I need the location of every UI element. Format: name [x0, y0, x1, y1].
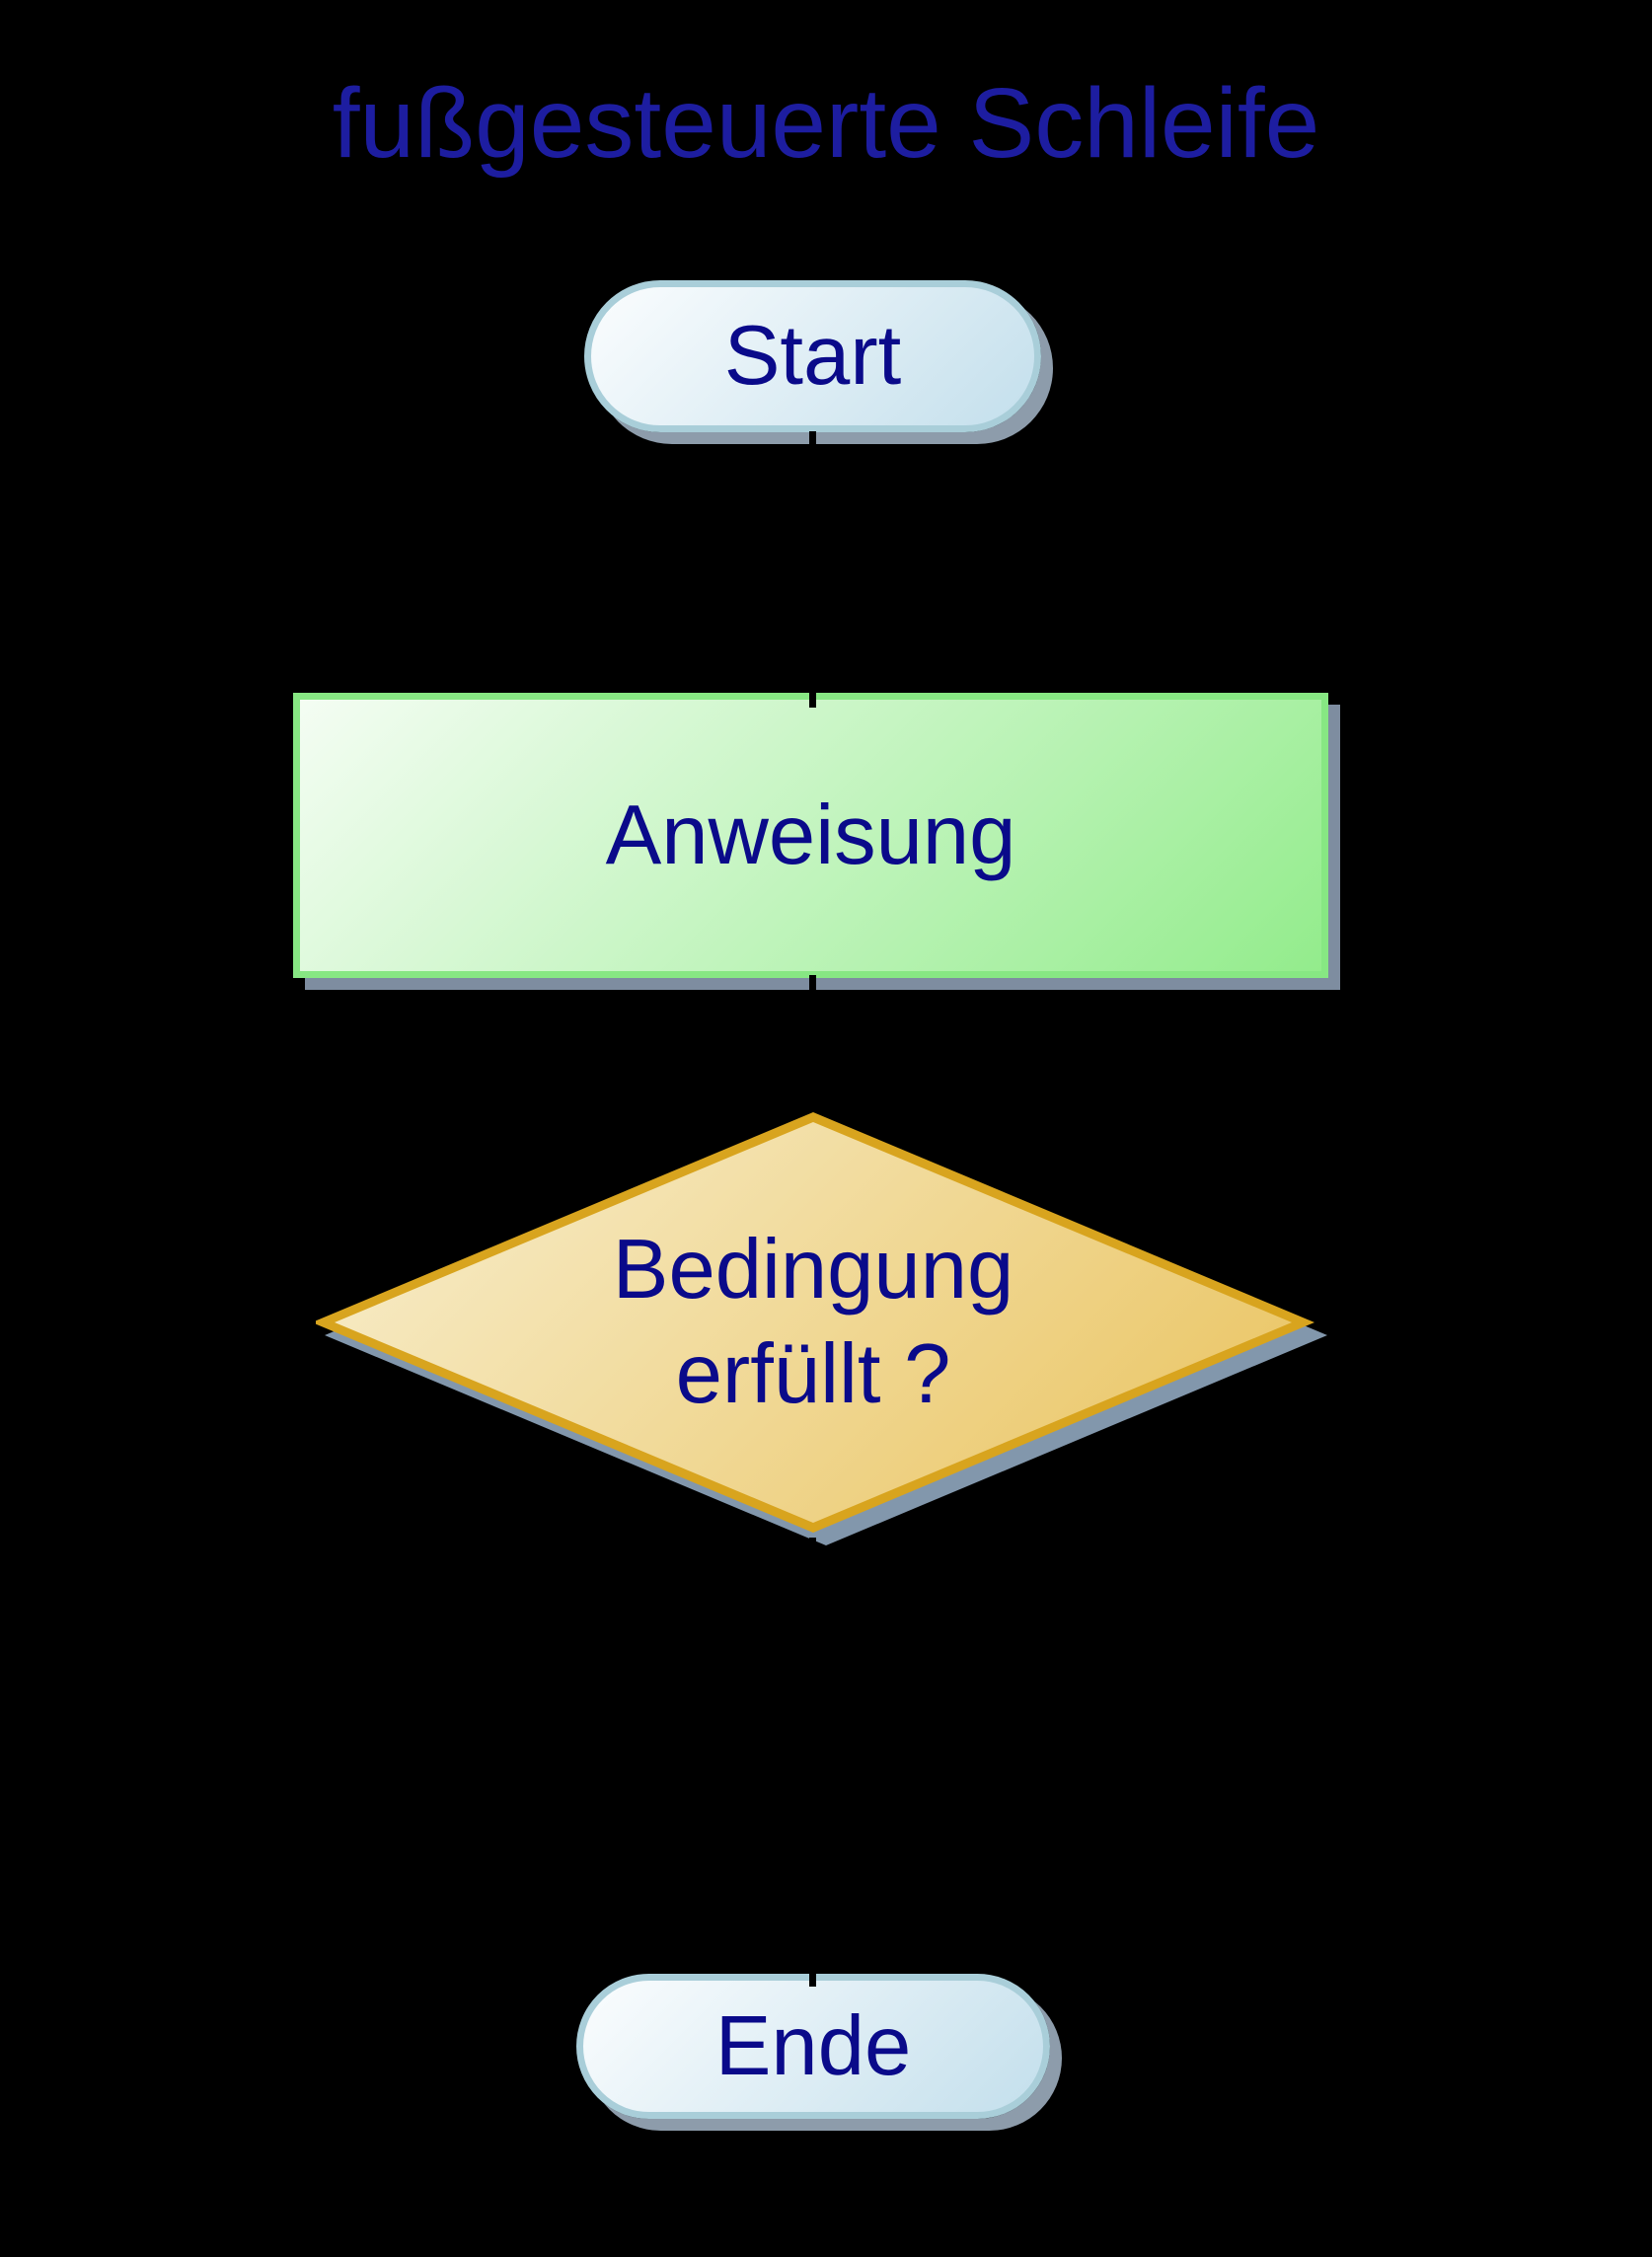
loop-back-connector-top — [138, 563, 813, 569]
node-bedingung-label: Bedingung erfüllt ? — [312, 1112, 1314, 1533]
node-start-label: Start — [723, 309, 902, 403]
connector-anweisung-to-bedingung — [809, 975, 816, 1110]
node-ende-label: Ende — [714, 1998, 912, 2093]
connector-start-to-anweisung — [809, 431, 816, 708]
loop-back-connector-horizontal — [138, 1319, 316, 1326]
node-start: Start — [584, 280, 1041, 432]
node-anweisung-label: Anweisung — [605, 788, 1016, 882]
node-ende: Ende — [576, 1974, 1050, 2119]
node-bedingung-label-line2: erfüllt ? — [675, 1327, 951, 1421]
connector-bedingung-to-ende — [809, 1538, 816, 1987]
node-anweisung: Anweisung — [293, 693, 1328, 978]
node-bedingung-label-line1: Bedingung — [612, 1223, 1014, 1317]
diagram-title: fußgesteuerte Schleife — [332, 68, 1320, 179]
loop-back-connector-vertical — [138, 563, 145, 1326]
